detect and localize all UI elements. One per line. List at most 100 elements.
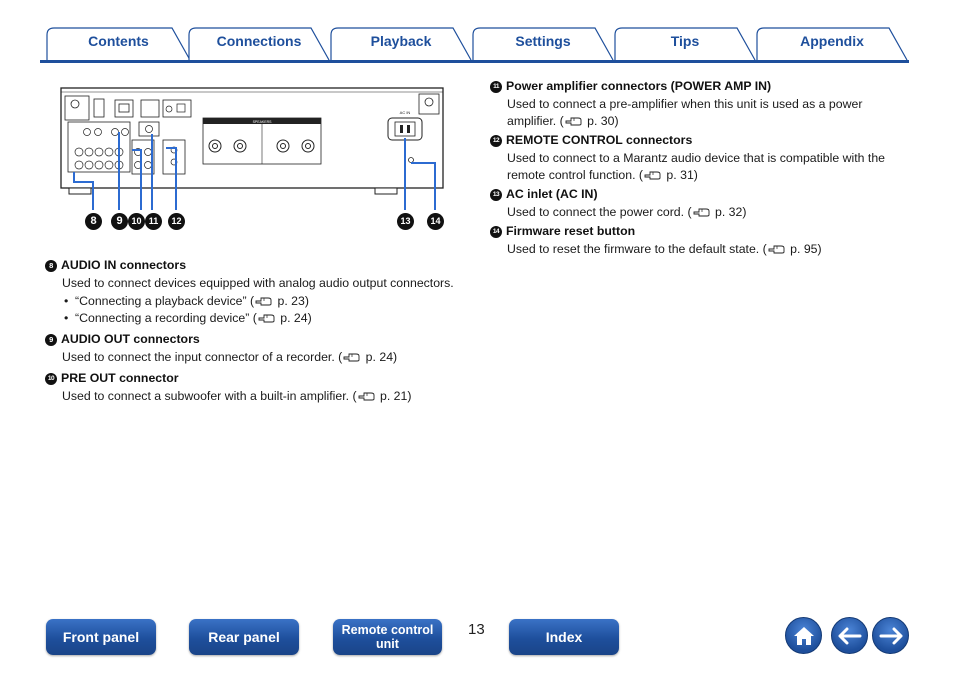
tab-shape — [756, 27, 908, 61]
callout-9: 9 — [111, 213, 128, 230]
item-remote-control: 12 REMOTE CONTROL connectors Used to con… — [490, 132, 910, 184]
item-heading: 13 AC inlet (AC IN) — [490, 186, 910, 203]
callout-10: 10 — [128, 213, 145, 230]
tab-underline — [40, 60, 909, 63]
item-number-marker: 14 — [490, 225, 502, 238]
speakers-label: SPEAKERS — [253, 120, 273, 124]
tab-tips[interactable]: Tips — [614, 27, 756, 61]
item-title: AUDIO OUT connectors — [61, 332, 200, 346]
pointing-hand-icon — [343, 353, 360, 362]
item-title: AC inlet (AC IN) — [506, 187, 598, 201]
item-heading: 8 AUDIO IN connectors — [45, 257, 455, 274]
tab-connections[interactable]: Connections — [188, 27, 330, 61]
item-heading: 12 REMOTE CONTROL connectors — [490, 132, 910, 149]
tab-bar: Contents Connections Playback Settings T… — [40, 27, 909, 62]
tab-tips-label: Tips — [670, 33, 700, 49]
bullet-text: “Connecting a playback device” ( — [75, 294, 255, 308]
remote-control-unit-button[interactable]: Remote control unit — [333, 619, 442, 655]
tab-shape — [472, 27, 614, 61]
item-number-marker: 8 — [45, 259, 57, 272]
callout-12: 12 — [168, 213, 185, 230]
index-label: Index — [545, 629, 583, 645]
back-button[interactable] — [831, 617, 868, 654]
tab-shape — [46, 27, 191, 61]
page-reference: p. 24) — [362, 350, 398, 364]
page-number: 13 — [468, 621, 485, 638]
item-number-marker: 10 — [45, 372, 57, 385]
item-title: REMOTE CONTROL connectors — [506, 133, 693, 147]
item-heading: 10 PRE OUT connector — [45, 370, 455, 387]
tab-playback-label: Playback — [370, 33, 432, 49]
callout-11: 11 — [145, 213, 162, 230]
item-firmware-reset: 14 Firmware reset button Used to reset t… — [490, 223, 910, 258]
callout-8: 8 — [85, 213, 102, 230]
forward-button[interactable] — [872, 617, 909, 654]
front-panel-label: Front panel — [62, 629, 140, 645]
tab-contents[interactable]: Contents — [46, 27, 191, 61]
ac-in-label: AC IN — [400, 110, 411, 115]
item-title: PRE OUT connector — [61, 371, 179, 385]
item-description[interactable]: Used to connect a pre-amplifier when thi… — [490, 96, 910, 130]
item-number-marker: 9 — [45, 333, 57, 346]
item-description[interactable]: Used to connect to a Marantz audio devic… — [490, 150, 910, 184]
arrow-right-icon — [879, 627, 902, 644]
bullet-item[interactable]: “Connecting a playback device” ( p. 23) — [62, 293, 455, 310]
item-heading: 9 AUDIO OUT connectors — [45, 331, 455, 348]
pointing-hand-icon — [258, 314, 275, 323]
page-reference: p. 30) — [583, 114, 619, 128]
item-number-marker: 12 — [490, 134, 502, 147]
tab-shape — [330, 27, 472, 61]
item-pre-out: 10 PRE OUT connector Used to connect a s… — [45, 370, 455, 405]
left-column: 8 AUDIO IN connectors Used to connect de… — [45, 255, 455, 405]
item-number-marker: 11 — [490, 80, 502, 93]
item-number-marker: 13 — [490, 188, 502, 201]
item-body-text: Used to connect a subwoofer with a built… — [62, 389, 357, 403]
tab-appendix-label: Appendix — [800, 33, 864, 49]
tab-shape — [614, 27, 756, 61]
item-body-text: Used to connect the power cord. ( — [507, 205, 692, 219]
tab-contents-label: Contents — [88, 33, 149, 49]
rear-panel-drawing: SPEAKERS AC IN — [60, 87, 444, 210]
item-title: Power amplifier connectors (POWER AMP IN… — [506, 79, 772, 93]
page-reference: p. 21) — [376, 389, 412, 403]
item-ac-inlet: 13 AC inlet (AC IN) Used to connect the … — [490, 186, 910, 221]
item-title: Firmware reset button — [506, 224, 636, 238]
item-audio-in: 8 AUDIO IN connectors Used to connect de… — [45, 257, 455, 327]
item-description: Used to connect devices equipped with an… — [62, 276, 454, 290]
tab-playback[interactable]: Playback — [330, 27, 472, 61]
item-description[interactable]: Used to reset the firmware to the defaul… — [490, 241, 910, 258]
callout-14: 14 — [427, 213, 444, 230]
item-heading: 14 Firmware reset button — [490, 223, 910, 240]
tab-connections-label: Connections — [216, 33, 302, 49]
home-button[interactable] — [785, 617, 822, 654]
item-description[interactable]: Used to connect the power cord. ( p. 32) — [490, 204, 910, 221]
item-body-text: Used to connect the input connector of a… — [62, 350, 343, 364]
item-description[interactable]: Used to connect the input connector of a… — [45, 349, 455, 366]
rear-panel-button[interactable]: Rear panel — [189, 619, 299, 655]
item-body-text: Used to connect a pre-amplifier when thi… — [507, 97, 863, 128]
page-reference: p. 32) — [711, 205, 747, 219]
bullet-list: “Connecting a playback device” ( p. 23) … — [45, 293, 455, 327]
arrow-left-icon — [838, 627, 861, 644]
pointing-hand-icon — [768, 245, 785, 254]
rear-panel-label: Rear panel — [208, 629, 280, 645]
item-title: AUDIO IN connectors — [61, 258, 187, 272]
tab-settings[interactable]: Settings — [472, 27, 614, 61]
item-description[interactable]: Used to connect a subwoofer with a built… — [45, 388, 455, 405]
item-body-text: Used to connect to a Marantz audio devic… — [507, 151, 885, 182]
pointing-hand-icon — [644, 171, 661, 180]
pointing-hand-icon — [565, 117, 582, 126]
rear-panel-illustration: SPEAKERS AC IN 8 9 10 11 1 — [55, 82, 450, 242]
item-audio-out: 9 AUDIO OUT connectors Used to connect t… — [45, 331, 455, 366]
bullet-text: “Connecting a recording device” ( — [75, 311, 257, 325]
pointing-hand-icon — [255, 297, 272, 306]
front-panel-button[interactable]: Front panel — [46, 619, 156, 655]
page-reference: p. 31) — [663, 168, 698, 182]
item-heading: 11 Power amplifier connectors (POWER AMP… — [490, 78, 910, 95]
index-button[interactable]: Index — [509, 619, 619, 655]
tab-appendix[interactable]: Appendix — [756, 27, 908, 61]
page-reference: p. 24) — [276, 311, 312, 325]
bullet-item[interactable]: “Connecting a recording device” ( p. 24) — [62, 310, 455, 327]
pointing-hand-icon — [693, 208, 710, 217]
pointing-hand-icon — [358, 392, 375, 401]
